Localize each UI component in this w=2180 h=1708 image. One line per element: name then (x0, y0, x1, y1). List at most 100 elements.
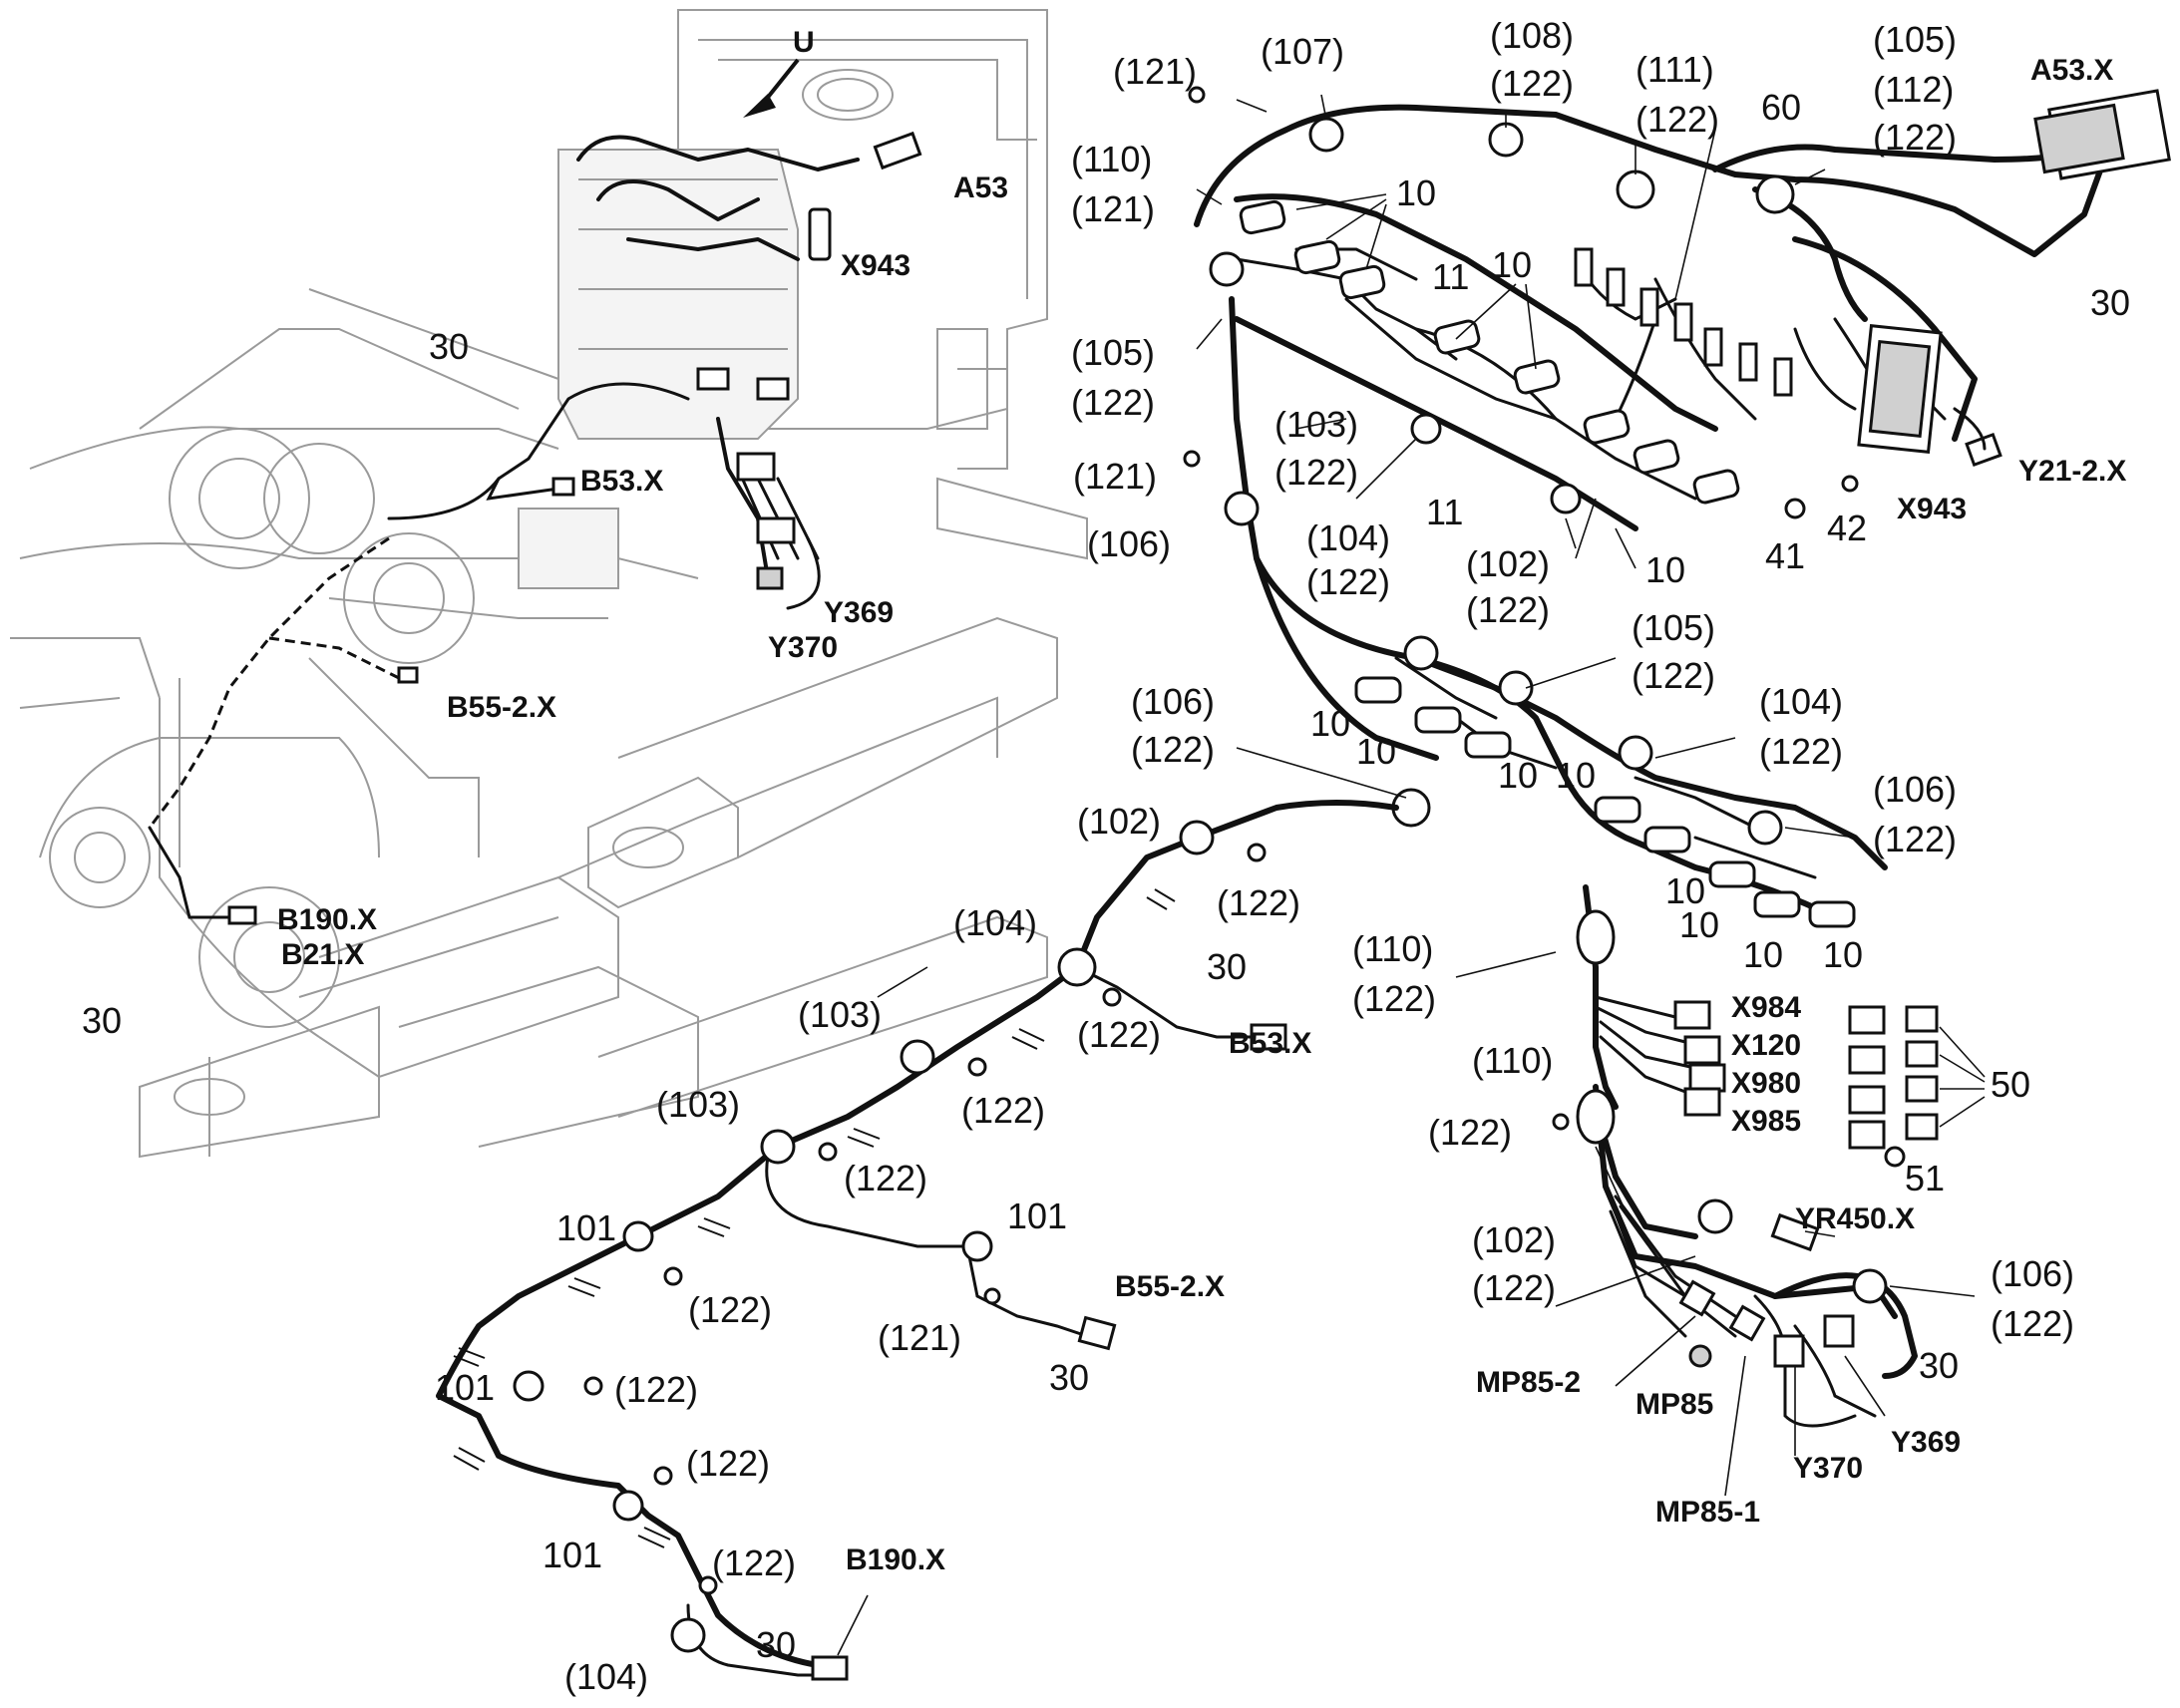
label-105-mid: (105) (1632, 607, 1716, 648)
label-122-105-left: (122) (1071, 382, 1156, 423)
label-X980: X980 (1731, 1067, 1802, 1100)
label-121-top: (121) (1113, 51, 1198, 92)
label-X943-left: X943 (841, 249, 911, 282)
label-122-sub-d: (122) (844, 1158, 928, 1198)
label-102-sub: (102) (1077, 801, 1162, 842)
label-101-d: 101 (543, 1535, 603, 1575)
u-arrow (743, 58, 800, 118)
x-connectors (1673, 1000, 1986, 1168)
label-101-b: 101 (1007, 1196, 1068, 1236)
label-B190X-sub: B190.X (846, 1543, 946, 1576)
label-106-low: (106) (1991, 1253, 2075, 1294)
label-105-left: (105) (1071, 332, 1156, 373)
harness-clamps (1183, 86, 1888, 1304)
label-30-right-low: 30 (1919, 1345, 1960, 1386)
label-103-sub-b: (103) (656, 1084, 741, 1125)
label-107: (107) (1261, 31, 1345, 72)
label-122-106-left: (122) (1131, 729, 1216, 770)
label-10-h: 10 (1665, 870, 1706, 911)
label-30-left-top: 30 (429, 326, 470, 367)
solenoid-connectors (1235, 89, 2171, 519)
lower-right-connectors (1678, 1212, 1855, 1368)
label-30-left-bottom: 30 (82, 1000, 123, 1041)
label-30-sub-b190: 30 (756, 1624, 797, 1665)
label-105-top: (105) (1873, 19, 1958, 60)
label-104-sub-b: (104) (564, 1656, 649, 1697)
label-B53X-sub: B53.X (1229, 1027, 1312, 1060)
label-B53X-left: B53.X (580, 465, 664, 498)
label-X943-right: X943 (1897, 493, 1968, 525)
label-122-104-mid: (122) (1306, 561, 1391, 602)
label-121-sub: (121) (878, 1317, 962, 1358)
label-10-i: 10 (1679, 904, 1720, 945)
label-122-sub-f: (122) (614, 1369, 699, 1410)
label-103-right: (103) (1274, 404, 1359, 445)
sub-harness (436, 800, 1399, 1681)
label-11-a: 11 (1432, 256, 1470, 297)
label-102-mid: (102) (1466, 543, 1551, 584)
label-10-c: 10 (1645, 549, 1686, 590)
label-122-112: (122) (1873, 117, 1958, 158)
label-X120: X120 (1731, 1029, 1802, 1062)
label-122-106-low: (122) (1991, 1303, 2075, 1344)
label-104-sub: (104) (953, 902, 1038, 943)
label-30-right-top: 30 (2090, 282, 2131, 323)
label-10-e: 10 (1356, 731, 1397, 772)
label-30-sub-b55: 30 (1049, 1357, 1090, 1398)
label-41: 41 (1765, 535, 1806, 576)
machine-harness (148, 382, 690, 925)
label-42: 42 (1827, 508, 1868, 548)
label-122-105-mid: (122) (1632, 655, 1716, 696)
label-112: (112) (1873, 69, 1955, 110)
label-A53: A53 (953, 171, 1009, 204)
label-50: 50 (1991, 1064, 2031, 1105)
label-X984: X984 (1731, 991, 1802, 1024)
label-YR450X: YR450.X (1795, 1202, 1916, 1235)
label-B21X-left: B21.X (281, 938, 365, 971)
label-122-sub-g: (122) (686, 1443, 771, 1484)
label-10-g: 10 (1556, 755, 1597, 796)
label-122-102-mid: (122) (1466, 589, 1551, 630)
label-10-k: 10 (1823, 934, 1864, 975)
label-122-110-mid: (122) (1352, 978, 1437, 1019)
label-122-106-right: (122) (1873, 819, 1958, 859)
label-111: (111) (1635, 49, 1714, 90)
label-11-b: 11 (1426, 492, 1464, 532)
label-30-sub-b53: 30 (1207, 946, 1248, 987)
label-106-mid: (106) (1087, 523, 1172, 564)
label-122-sub-b: (122) (1077, 1014, 1162, 1055)
label-122-sub-e: (122) (688, 1289, 773, 1330)
label-B55-2X-left: B55-2.X (447, 691, 557, 724)
label-Y369-right: Y369 (1891, 1426, 1962, 1459)
label-60: 60 (1761, 87, 1802, 128)
label-Y370-left: Y370 (768, 631, 839, 664)
label-U: U (793, 26, 815, 59)
label-104-right: (104) (1759, 681, 1844, 722)
label-122-sub-a: (122) (1217, 882, 1301, 923)
machine-frame (10, 9, 1088, 1159)
label-B55-2X-sub: B55-2.X (1115, 1270, 1226, 1303)
label-122-104-right: (122) (1759, 731, 1844, 772)
solenoid-connectors-lower (1354, 656, 1856, 928)
label-10-f: 10 (1498, 755, 1539, 796)
label-122-110-low: (122) (1428, 1112, 1513, 1153)
leader-lines (837, 94, 1976, 1656)
label-51: 51 (1905, 1158, 1946, 1198)
label-122-103-right: (122) (1274, 452, 1359, 493)
label-Y21-2X: Y21-2.X (2018, 455, 2127, 488)
label-110-low: (110) (1472, 1040, 1554, 1081)
label-10-d: 10 (1310, 703, 1351, 744)
label-B190X-left: B190.X (277, 903, 378, 936)
label-122-sub-h: (122) (712, 1542, 797, 1583)
label-10-b: 10 (1492, 244, 1533, 285)
label-X985: X985 (1731, 1105, 1802, 1138)
label-104-mid: (104) (1306, 517, 1391, 558)
label-Y370-right: Y370 (1793, 1452, 1864, 1485)
label-10-a: 10 (1396, 172, 1437, 213)
label-122-102-low: (122) (1472, 1267, 1557, 1308)
label-10-j: 10 (1743, 934, 1784, 975)
label-122-108: (122) (1490, 63, 1575, 104)
label-MP85-2: MP85-2 (1476, 1366, 1582, 1399)
